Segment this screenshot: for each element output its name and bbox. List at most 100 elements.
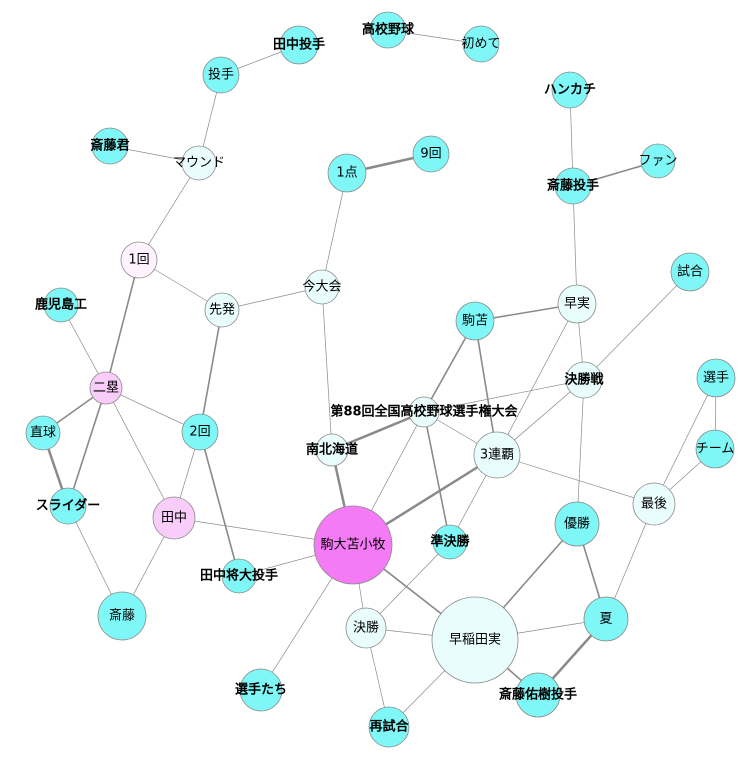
edge-senpatsu-nikai	[199, 309, 223, 433]
node-ikkai[interactable]: 1回	[120, 241, 158, 279]
node-circle	[412, 135, 450, 173]
node-koko_yakyu[interactable]: 高校野球	[362, 11, 415, 49]
node-chokkyu[interactable]: 直球	[25, 415, 61, 451]
node-natsu[interactable]: 夏	[583, 596, 629, 642]
node-label: 初めて	[461, 37, 500, 52]
node-circle	[408, 396, 440, 428]
edge-shiai-kesshosen	[583, 271, 691, 381]
node-label: 再試合	[369, 719, 409, 735]
node-senshutachi[interactable]: 選手たち	[235, 668, 287, 712]
node-yusho[interactable]: 優勝	[554, 501, 600, 547]
edge-itten-konntaikai	[321, 172, 348, 288]
node-label: 3連覇	[480, 448, 514, 463]
node-circle	[313, 505, 393, 585]
node-circle	[431, 596, 519, 684]
node-label: 高校野球	[362, 22, 415, 38]
node-label: 駒苫	[462, 313, 488, 329]
node-circle	[43, 287, 79, 323]
node-circle	[345, 607, 387, 649]
node-circle	[49, 487, 87, 525]
edge-nirui-slider	[67, 387, 107, 507]
node-label: 準決勝	[430, 534, 470, 550]
node-kagoshima[interactable]: 鹿児島工	[35, 287, 87, 323]
node-circle	[327, 153, 367, 193]
node-saito_toshu[interactable]: 斎藤投手	[547, 167, 599, 205]
edge-kesshosen-dai88	[423, 379, 585, 413]
node-handkerchief[interactable]: ハンカチ	[544, 71, 596, 109]
node-circle	[120, 241, 158, 279]
node-circle	[473, 431, 521, 479]
node-label: スライダー	[36, 498, 100, 514]
node-circle	[97, 591, 147, 641]
node-circle	[554, 167, 592, 205]
node-senshu[interactable]: 選手	[696, 358, 736, 398]
node-circle	[204, 292, 240, 328]
node-label: 二塁	[93, 381, 119, 396]
node-circle	[670, 252, 710, 292]
node-sanrenpa[interactable]: 3連覇	[473, 431, 521, 479]
node-label: 決勝戦	[564, 372, 604, 388]
node-circle	[695, 429, 735, 469]
node-label: 最後	[641, 497, 667, 512]
node-circle	[640, 143, 676, 179]
node-hajimete[interactable]: 初めて	[461, 25, 501, 63]
node-junkessho[interactable]: 準決勝	[430, 524, 470, 560]
node-toshu[interactable]: 投手	[202, 56, 240, 94]
node-circle	[304, 269, 340, 305]
node-nikai[interactable]: 2回	[181, 413, 219, 451]
node-saishiai[interactable]: 再試合	[368, 706, 409, 748]
node-tanaka_masahiro[interactable]: 田中将大投手	[200, 558, 278, 594]
node-circle	[696, 358, 736, 398]
node-tanaka[interactable]: 田中	[152, 496, 196, 540]
node-sojitsu[interactable]: 早実	[557, 284, 597, 324]
node-label: 斎藤	[109, 608, 135, 624]
node-kessho[interactable]: 決勝	[345, 607, 387, 649]
node-circle	[181, 413, 219, 451]
node-label: 早稲田実	[449, 632, 501, 648]
edge-mound-ikkai	[138, 162, 200, 261]
node-label: 選手たち	[235, 682, 287, 698]
node-saito_yuki[interactable]: 斎藤佑樹投手	[499, 672, 577, 718]
edge-nikai-tanaka_masahiro	[199, 431, 240, 577]
edge-kesshosen-yusho	[576, 379, 585, 525]
node-label: チーム	[696, 442, 735, 457]
node-dai88[interactable]: 第88回全国高校野球選手権大会	[330, 396, 519, 428]
node-itten[interactable]: 1点	[327, 153, 367, 193]
node-circle	[632, 482, 676, 526]
node-label: 田中投手	[273, 37, 325, 53]
node-label: 試合	[677, 264, 703, 280]
node-label: ハンカチ	[544, 83, 596, 98]
node-minami_kaido[interactable]: 南北海道	[306, 433, 358, 467]
node-tanaka_toshu[interactable]: 田中投手	[273, 25, 325, 65]
node-circle	[455, 301, 495, 341]
node-circle	[557, 284, 597, 324]
node-saito_kun[interactable]: 斎藤君	[90, 127, 130, 165]
node-waseda[interactable]: 早稲田実	[431, 596, 519, 684]
node-senpatsu[interactable]: 先発	[204, 292, 240, 328]
node-label: 鹿児島工	[35, 297, 87, 313]
node-circle	[89, 371, 123, 405]
node-circle	[152, 496, 196, 540]
node-circle	[565, 361, 603, 399]
node-label: 南北海道	[306, 442, 358, 458]
node-label: 1回	[128, 253, 149, 268]
node-team[interactable]: チーム	[695, 429, 735, 469]
node-kesshosen[interactable]: 決勝戦	[564, 361, 604, 399]
node-circle	[515, 672, 561, 718]
node-kyukai[interactable]: 9回	[412, 135, 450, 173]
node-circle	[239, 668, 283, 712]
node-konntaikai[interactable]: 今大会	[302, 269, 342, 305]
node-saigo[interactable]: 最後	[632, 482, 676, 526]
node-circle	[25, 415, 61, 451]
node-shiai[interactable]: 試合	[670, 252, 710, 292]
node-circle	[583, 596, 629, 642]
node-fan[interactable]: ファン	[638, 143, 678, 179]
node-komatoma[interactable]: 駒苫	[455, 301, 495, 341]
node-saito[interactable]: 斎藤	[97, 591, 147, 641]
edge-sojitsu-sanrenpa	[496, 303, 578, 456]
node-slider[interactable]: スライダー	[36, 487, 100, 525]
node-mound[interactable]: マウンド	[173, 145, 225, 181]
node-nirui[interactable]: 二塁	[89, 371, 123, 405]
node-komadai[interactable]: 駒大苫小牧	[313, 505, 393, 585]
